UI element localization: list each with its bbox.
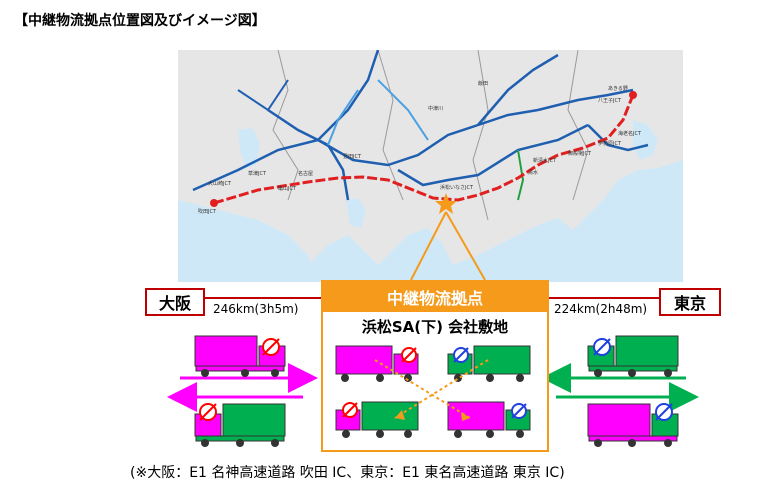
endpoint-tokyo: 東京 <box>659 288 721 316</box>
map-label: 御殿場JCT <box>568 150 592 157</box>
map-label: 八王子JCT <box>598 97 622 104</box>
truck-relay-bottom-right <box>447 401 531 438</box>
truck-green-tokyo-top <box>587 335 679 377</box>
map-label: 大山崎JCT <box>208 180 232 187</box>
distance-osaka: 246km(3h5m) <box>213 302 299 316</box>
truck-mixed-tokyo-bottom <box>587 403 679 447</box>
distance-tokyo: 224km(2h48m) <box>554 302 648 316</box>
route-map: あきる野 八王子JCT 海老名JCT 伊勢原JCT 御殿場JCT 新清水JCT … <box>178 50 683 282</box>
endpoint-osaka: 大阪 <box>145 288 205 316</box>
relay-header: 中継物流拠点 <box>323 282 547 312</box>
truck-relay-bottom-left <box>335 401 419 438</box>
map-label: あきる野 <box>608 85 628 92</box>
truck-mixed-osaka-bottom <box>194 403 286 447</box>
map-label: 草津JCT <box>248 170 267 177</box>
truck-magenta-osaka-top <box>194 335 286 377</box>
map-label: 亀山JCT <box>278 185 297 192</box>
map-label: 吹田JCT <box>198 208 217 215</box>
page-title: 【中継物流拠点位置図及びイメージ図】 <box>14 13 266 29</box>
map-label: 清水 <box>528 169 538 176</box>
map-label: 中津川 <box>428 105 443 112</box>
map-label: 名古屋 <box>298 170 313 177</box>
map-label: 海老名JCT <box>618 130 642 137</box>
relay-subtitle: 浜松SA(下) 会社敷地 <box>361 318 509 336</box>
truck-relay-top-left <box>335 345 419 382</box>
truck-relay-top-right <box>447 345 531 382</box>
callout-line <box>410 211 447 281</box>
map-label: 新清水JCT <box>533 157 557 164</box>
map-label: 伊勢原JCT <box>598 140 622 147</box>
map-label: 豊田JCT <box>343 153 362 160</box>
callout-line <box>445 211 486 281</box>
footnote: (※大阪：E1 名神高速道路 吹田 IC、東京：E1 東名高速道路 東京 IC) <box>130 465 565 481</box>
map-label: 浜松いなさJCT <box>440 184 474 191</box>
map-label: 飯田 <box>478 80 488 87</box>
